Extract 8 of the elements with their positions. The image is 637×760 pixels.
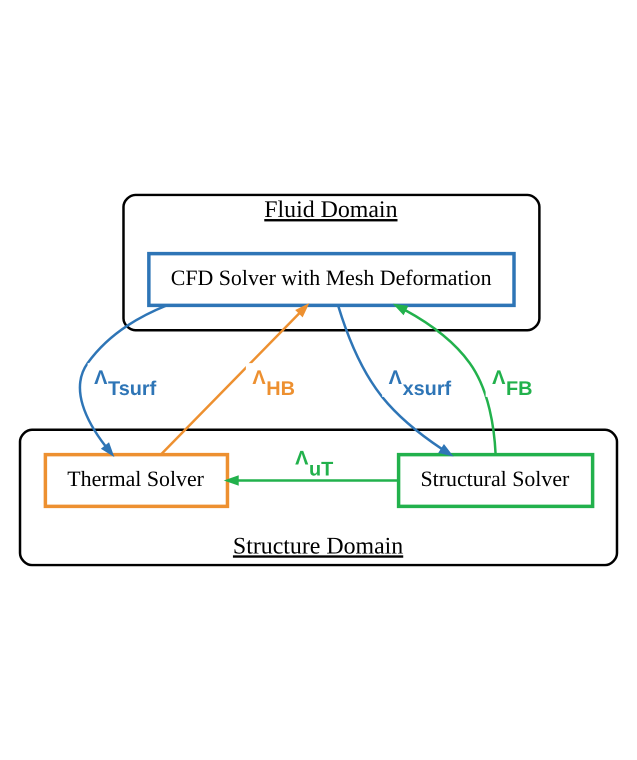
node-box: CFD Solver with Mesh Deformation xyxy=(147,252,516,308)
arrow xyxy=(392,304,497,455)
arrow xyxy=(337,305,454,457)
node-box: Thermal Solver xyxy=(44,452,230,508)
arrow xyxy=(160,303,310,456)
arrow xyxy=(78,304,168,458)
node-box: Structural Solver xyxy=(396,452,594,508)
arrow xyxy=(224,475,398,486)
